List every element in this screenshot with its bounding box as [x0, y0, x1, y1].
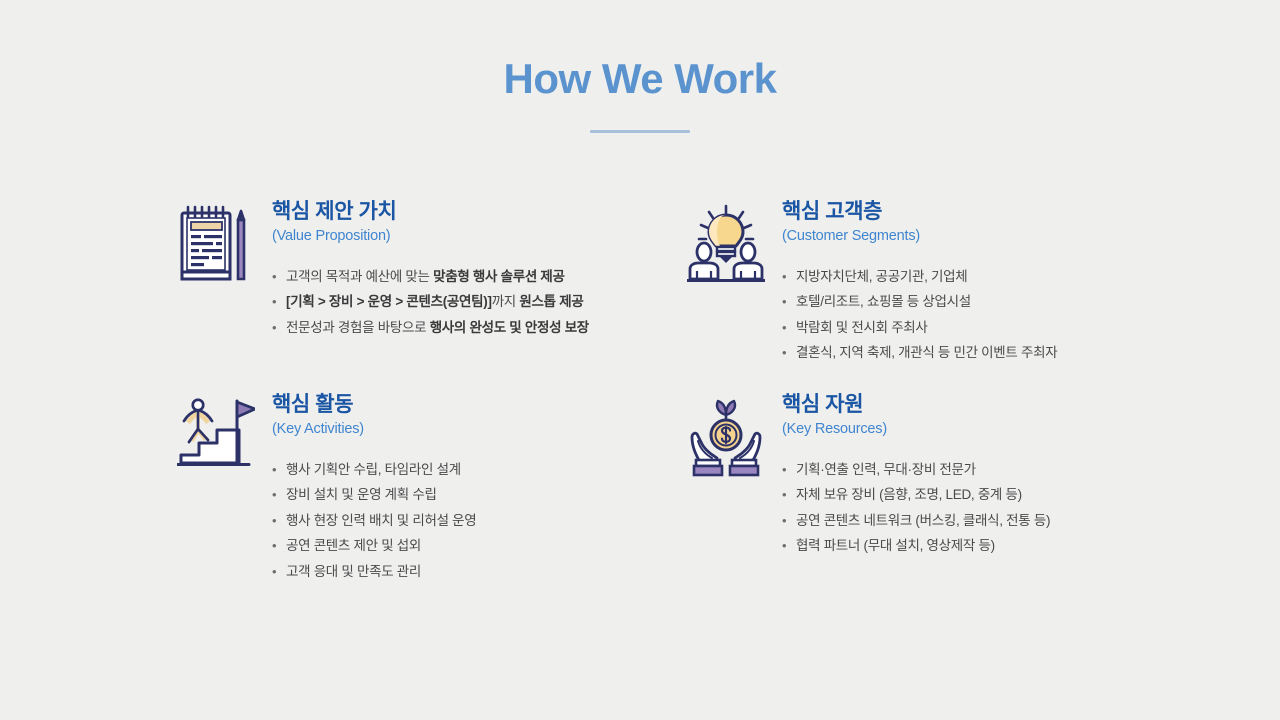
card-subtitle: (Key Resources) — [782, 421, 887, 438]
list-item: 결혼식, 지역 축제, 개관식 등 민간 이벤트 주최자 — [782, 340, 1112, 366]
hands-coin-icon — [682, 397, 770, 479]
list-item: [기획 > 장비 > 운영 > 콘텐츠(공연팀)]까지 원스톱 제공 — [272, 289, 672, 315]
list-item: 행사 기획안 수립, 타임라인 설계 — [272, 457, 672, 483]
card-value-proposition: 핵심 제안 가치 (Value Proposition) 고객의 목적과 예산에… — [172, 200, 672, 393]
slide-header: How We Work — [0, 0, 1280, 134]
card-bullet-list: 행사 기획안 수립, 타임라인 설계장비 설치 및 운영 계획 수립행사 현장 … — [272, 457, 672, 585]
list-item: 지방자치단체, 공공기관, 기업체 — [782, 264, 1112, 290]
list-item: 협력 파트너 (무대 설치, 영상제작 등) — [782, 533, 1112, 559]
card-body: 핵심 고객층 (Customer Segments) 지방자치단체, 공공기관,… — [770, 200, 1112, 366]
card-subtitle: (Key Activities) — [272, 421, 364, 438]
list-item: 공연 콘텐츠 제안 및 섭외 — [272, 533, 672, 559]
list-item: 행사 현장 인력 배치 및 리허설 운영 — [272, 508, 672, 534]
card-key-activities: 핵심 활동 (Key Activities) 행사 기획안 수립, 타임라인 설… — [172, 393, 672, 584]
title-divider — [590, 130, 690, 134]
list-item: 박람회 및 전시회 주최사 — [782, 315, 1112, 341]
card-title: 핵심 제안 가치 — [272, 200, 397, 223]
card-body: 핵심 자원 (Key Resources) 기획·연출 인력, 무대·장비 전문… — [770, 393, 1112, 559]
list-item: 공연 콘텐츠 네트워크 (버스킹, 클래식, 전통 등) — [782, 508, 1112, 534]
lightbulb-people-icon — [682, 204, 770, 284]
stairs-flag-icon — [172, 397, 260, 471]
card-title: 핵심 고객층 — [782, 200, 883, 223]
card-body: 핵심 제안 가치 (Value Proposition) 고객의 목적과 예산에… — [260, 200, 672, 340]
card-title: 핵심 활동 — [272, 393, 354, 416]
card-key-resources: 핵심 자원 (Key Resources) 기획·연출 인력, 무대·장비 전문… — [672, 393, 1112, 584]
card-body: 핵심 활동 (Key Activities) 행사 기획안 수립, 타임라인 설… — [260, 393, 672, 584]
list-item: 고객 응대 및 만족도 관리 — [272, 559, 672, 585]
card-bullet-list: 고객의 목적과 예산에 맞는 맞춤형 행사 솔루션 제공[기획 > 장비 > 운… — [272, 264, 672, 341]
card-customer-segments: 핵심 고객층 (Customer Segments) 지방자치단체, 공공기관,… — [672, 200, 1112, 393]
card-subtitle: (Customer Segments) — [782, 228, 921, 245]
list-item: 장비 설치 및 운영 계획 수립 — [272, 482, 672, 508]
list-item: 호텔/리조트, 쇼핑몰 등 상업시설 — [782, 289, 1112, 315]
card-subtitle: (Value Proposition) — [272, 228, 391, 245]
list-item: 전문성과 경험을 바탕으로 행사의 완성도 및 안정성 보장 — [272, 315, 672, 341]
list-item: 자체 보유 장비 (음향, 조명, LED, 중계 등) — [782, 482, 1112, 508]
list-item: 고객의 목적과 예산에 맞는 맞춤형 행사 솔루션 제공 — [272, 264, 672, 290]
card-bullet-list: 기획·연출 인력, 무대·장비 전문가자체 보유 장비 (음향, 조명, LED… — [782, 457, 1112, 559]
notepad-pencil-icon — [172, 204, 260, 286]
list-item: 기획·연출 인력, 무대·장비 전문가 — [782, 457, 1112, 483]
card-bullet-list: 지방자치단체, 공공기관, 기업체호텔/리조트, 쇼핑몰 등 상업시설박람회 및… — [782, 264, 1112, 366]
card-title: 핵심 자원 — [782, 393, 864, 416]
page-title: How We Work — [503, 55, 777, 102]
cards-grid: 핵심 제안 가치 (Value Proposition) 고객의 목적과 예산에… — [172, 200, 1112, 584]
